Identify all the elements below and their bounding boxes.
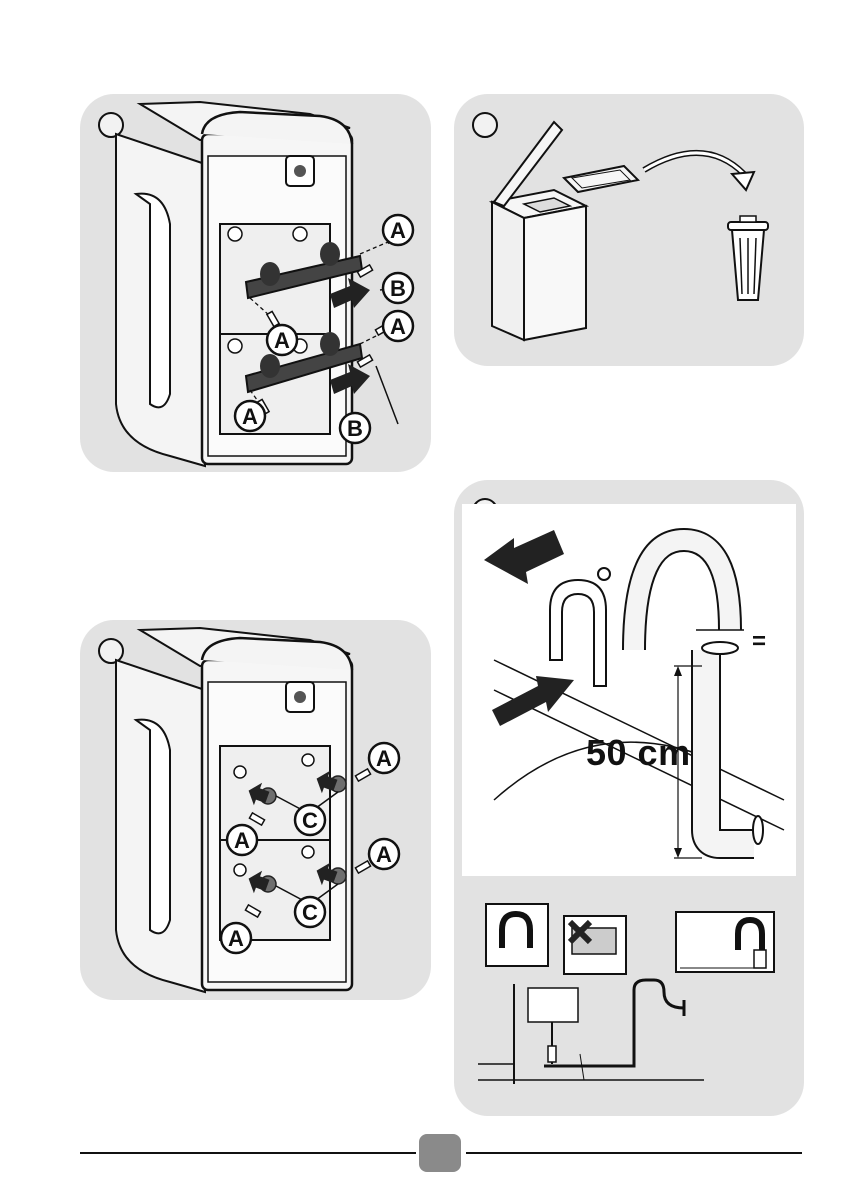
panel-remove-packaging: [454, 94, 804, 366]
label-a: A: [274, 328, 290, 353]
height-measurement-label: 50 cm: [586, 732, 691, 774]
label-a: A: [242, 404, 258, 429]
label-a: A: [390, 218, 406, 243]
drain-hose-illustration: [454, 480, 804, 1116]
panel-remove-transit-brackets: A A A A B B: [80, 94, 431, 472]
footer-rule-right: [466, 1152, 802, 1154]
equal-diameter-mark: =: [752, 628, 766, 656]
panel-insert-plugs: A A A A C C: [80, 620, 431, 1000]
label-a: A: [234, 828, 250, 853]
callout-labels: A A A A B B: [80, 94, 431, 472]
label-c: C: [302, 900, 318, 925]
label-a: A: [228, 926, 244, 951]
label-a: A: [376, 842, 392, 867]
callout-labels: A A A A C C: [80, 620, 431, 1000]
label-b: B: [390, 276, 406, 301]
page-number-badge: [419, 1134, 461, 1172]
label-b: B: [347, 416, 363, 441]
label-a: A: [390, 314, 406, 339]
footer-rule-left: [80, 1152, 416, 1154]
panel-drain-hose: 50 cm =: [454, 480, 804, 1116]
packaging-disposal-illustration: [454, 94, 804, 366]
label-a: A: [376, 746, 392, 771]
label-c: C: [302, 808, 318, 833]
